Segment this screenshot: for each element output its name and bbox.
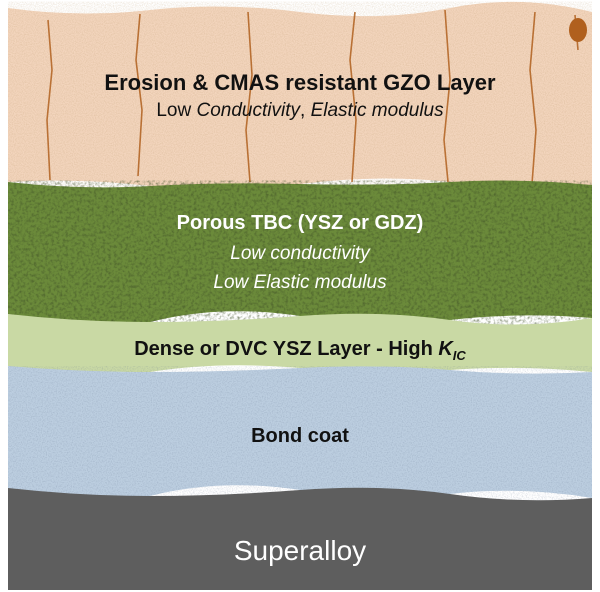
gzo-layer-texture	[8, 1, 592, 190]
porous-tbc-conductivity: Low conductivity	[230, 243, 370, 264]
porous-tbc-title: Porous TBC (YSZ or GDZ)	[176, 212, 424, 234]
crack	[443, 9, 451, 183]
gzo-prop-elastic: Elastic modulus	[310, 100, 444, 121]
vertical-cracks	[46, 9, 579, 185]
dense-ysz-text: Dense or DVC YSZ Layer - High	[134, 338, 439, 360]
gzo-layer-title: Erosion & CMAS resistant GZO Layer	[104, 70, 496, 95]
fracture-toughness-subscript: IC	[452, 348, 466, 363]
crack	[46, 19, 53, 181]
gzo-prop-separator: ,	[300, 100, 311, 121]
crack	[245, 11, 253, 183]
fracture-toughness-symbol: K	[438, 338, 453, 360]
crack	[349, 11, 357, 183]
crack	[135, 13, 143, 177]
porous-tbc-elastic: Low Elastic modulus	[213, 272, 387, 293]
superalloy-title: Superalloy	[233, 535, 367, 566]
gzo-prop-conductivity: Conductivity	[196, 100, 301, 121]
gzo-layer-properties: Low Conductivity, Elastic modulus	[0, 100, 600, 122]
bond-coat-title: Bond coat	[251, 425, 349, 447]
bond-coat-texture	[8, 366, 592, 504]
porous-tbc-texture	[8, 180, 592, 330]
dense-ysz-layer	[8, 313, 592, 377]
crack	[529, 11, 537, 185]
gzo-prop-prefix: Low	[156, 100, 197, 121]
superalloy-layer	[8, 487, 592, 590]
dense-ysz-title: Dense or DVC YSZ Layer - High KIC	[0, 338, 600, 363]
crack-spot	[569, 18, 587, 42]
